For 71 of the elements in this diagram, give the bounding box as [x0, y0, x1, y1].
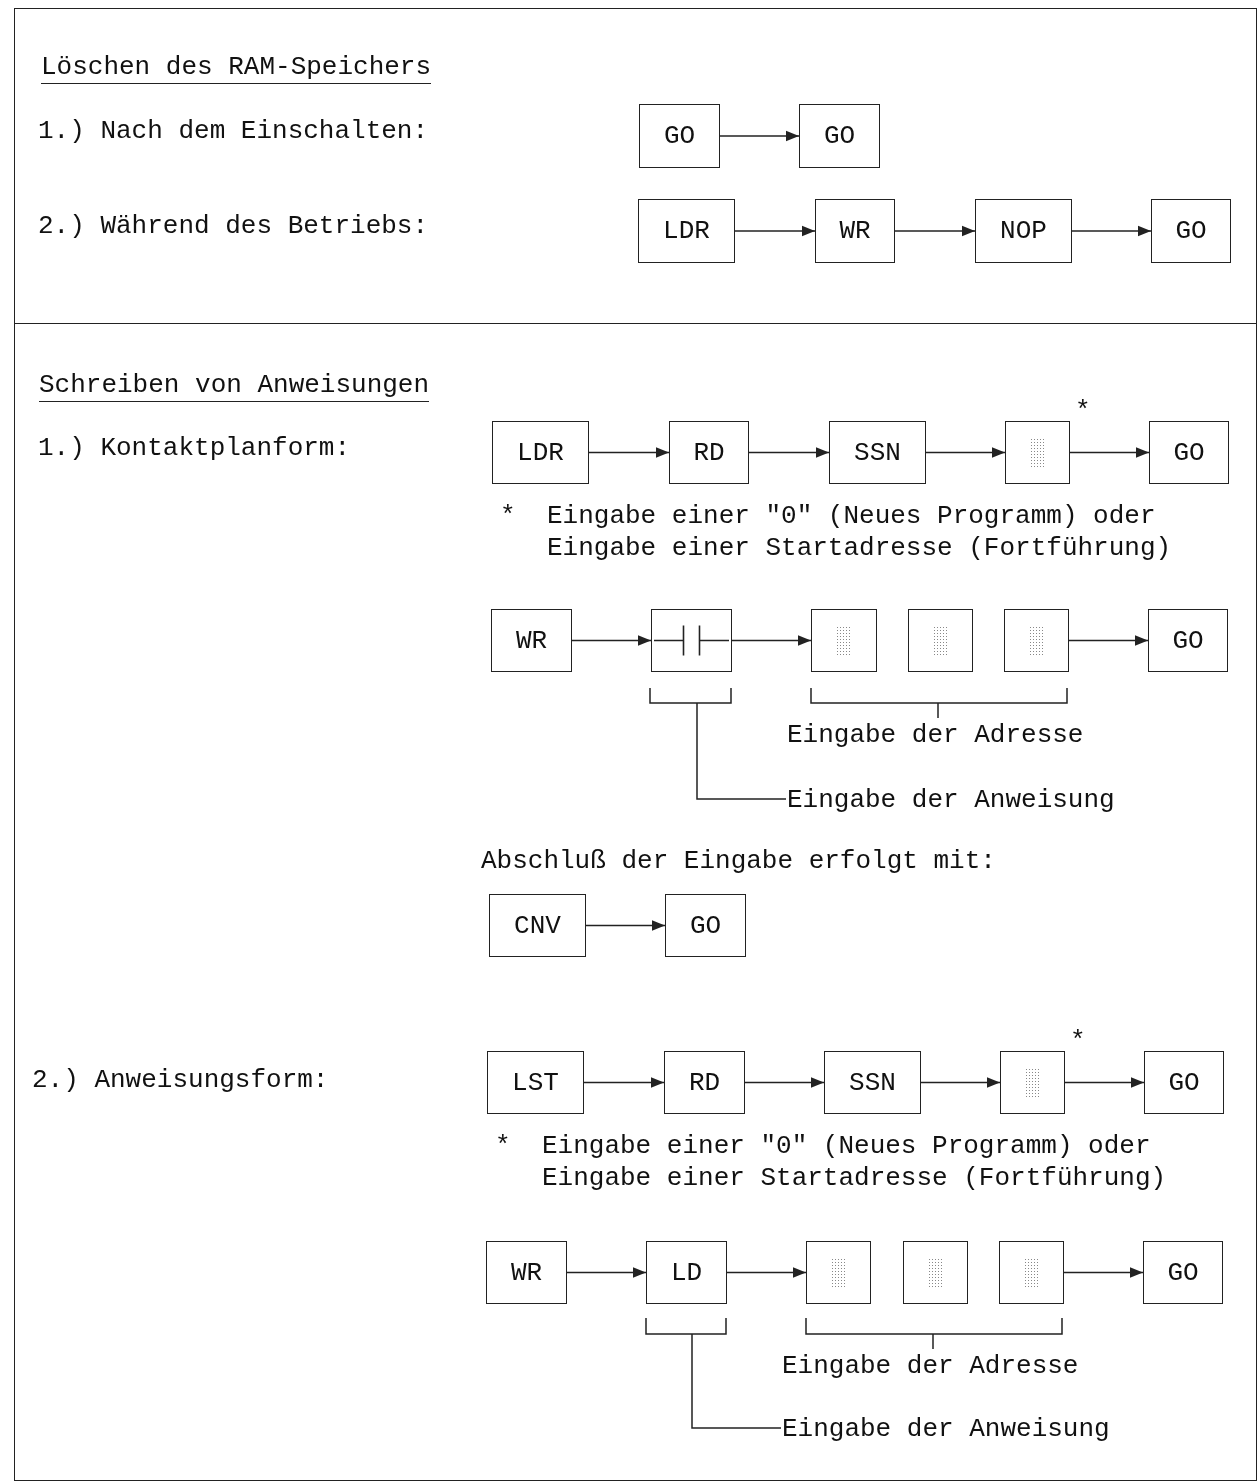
leader-line	[932, 1333, 934, 1350]
leader-line	[937, 702, 939, 719]
key-box: GO	[1144, 1051, 1224, 1114]
input-key-box	[1005, 421, 1070, 484]
key-box: GO	[1148, 609, 1228, 672]
annotation-text: Eingabe der Anweisung	[787, 784, 1115, 816]
input-key-box	[811, 609, 877, 672]
key-box: GO	[799, 104, 880, 168]
arrow	[744, 1077, 825, 1088]
arrow	[1063, 1267, 1144, 1278]
arrow	[925, 447, 1006, 458]
input-key-box	[1000, 1051, 1065, 1114]
footnote-mark: *	[500, 500, 516, 532]
arrow	[585, 920, 666, 931]
arrow	[583, 1077, 665, 1088]
step-label: Abschluß der Eingabe erfolgt mit:	[481, 845, 996, 877]
key-box: RD	[664, 1051, 745, 1114]
step-label: 2.) Anweisungsform:	[32, 1064, 329, 1096]
arrow	[731, 635, 812, 646]
key-box: CNV	[489, 894, 586, 957]
key-box: GO	[1149, 421, 1229, 484]
key-box: LDR	[492, 421, 589, 484]
step-label: 1.) Kontaktplanform:	[38, 432, 351, 464]
footnote-text: Eingabe einer "0" (Neues Programm) oder Eingabe einer Startadresse (Fortführung)	[547, 500, 1173, 564]
section-panel	[14, 8, 1257, 324]
annotation-text: Eingabe der Adresse	[782, 1350, 1079, 1382]
arrow	[748, 447, 830, 458]
section-heading: Löschen des RAM-Speichers	[41, 51, 432, 84]
leader-line	[696, 702, 787, 800]
key-box: LD	[646, 1241, 727, 1304]
input-key-box	[908, 609, 973, 672]
arrow	[1064, 1077, 1145, 1088]
key-box: SSN	[829, 421, 926, 484]
key-box: NOP	[975, 199, 1072, 263]
arrow	[1071, 225, 1152, 237]
footnote-text: Eingabe einer "0" (Neues Programm) oder Eingabe einer Startadresse (Fortführung)	[542, 1130, 1168, 1194]
key-box: GO	[639, 104, 720, 168]
arrow	[571, 635, 652, 646]
input-key-box	[999, 1241, 1064, 1304]
key-box: RD	[669, 421, 749, 484]
key-box: WR	[486, 1241, 567, 1304]
arrow	[1069, 447, 1150, 458]
arrow	[920, 1077, 1001, 1088]
key-box: SSN	[824, 1051, 921, 1114]
annotation-text: Eingabe der Anweisung	[782, 1413, 1110, 1445]
step-label: 2.) Während des Betriebs:	[38, 210, 429, 242]
annotation-text: Eingabe der Adresse	[787, 719, 1084, 751]
key-box: WR	[815, 199, 895, 263]
key-box: GO	[665, 894, 746, 957]
step-label: 1.) Nach dem Einschalten:	[38, 115, 429, 147]
footnote-mark: *	[1075, 398, 1091, 424]
arrow	[894, 225, 976, 237]
footnote-mark: *	[1070, 1028, 1086, 1054]
key-box: GO	[1151, 199, 1231, 263]
leader-line	[691, 1333, 782, 1429]
key-box: WR	[491, 609, 572, 672]
arrow	[719, 130, 800, 142]
footnote-mark: *	[495, 1130, 511, 1162]
arrow	[726, 1267, 807, 1278]
input-key-box	[806, 1241, 871, 1304]
key-box: LST	[487, 1051, 584, 1114]
key-box: GO	[1143, 1241, 1223, 1304]
arrow	[734, 225, 816, 237]
arrow	[566, 1267, 647, 1278]
arrow	[588, 447, 670, 458]
input-key-box	[1004, 609, 1069, 672]
key-box: LDR	[638, 199, 735, 263]
section-panel	[14, 323, 1257, 1481]
arrow	[1068, 635, 1149, 646]
input-key-box	[903, 1241, 968, 1304]
section-heading: Schreiben von Anweisungen	[39, 369, 430, 402]
